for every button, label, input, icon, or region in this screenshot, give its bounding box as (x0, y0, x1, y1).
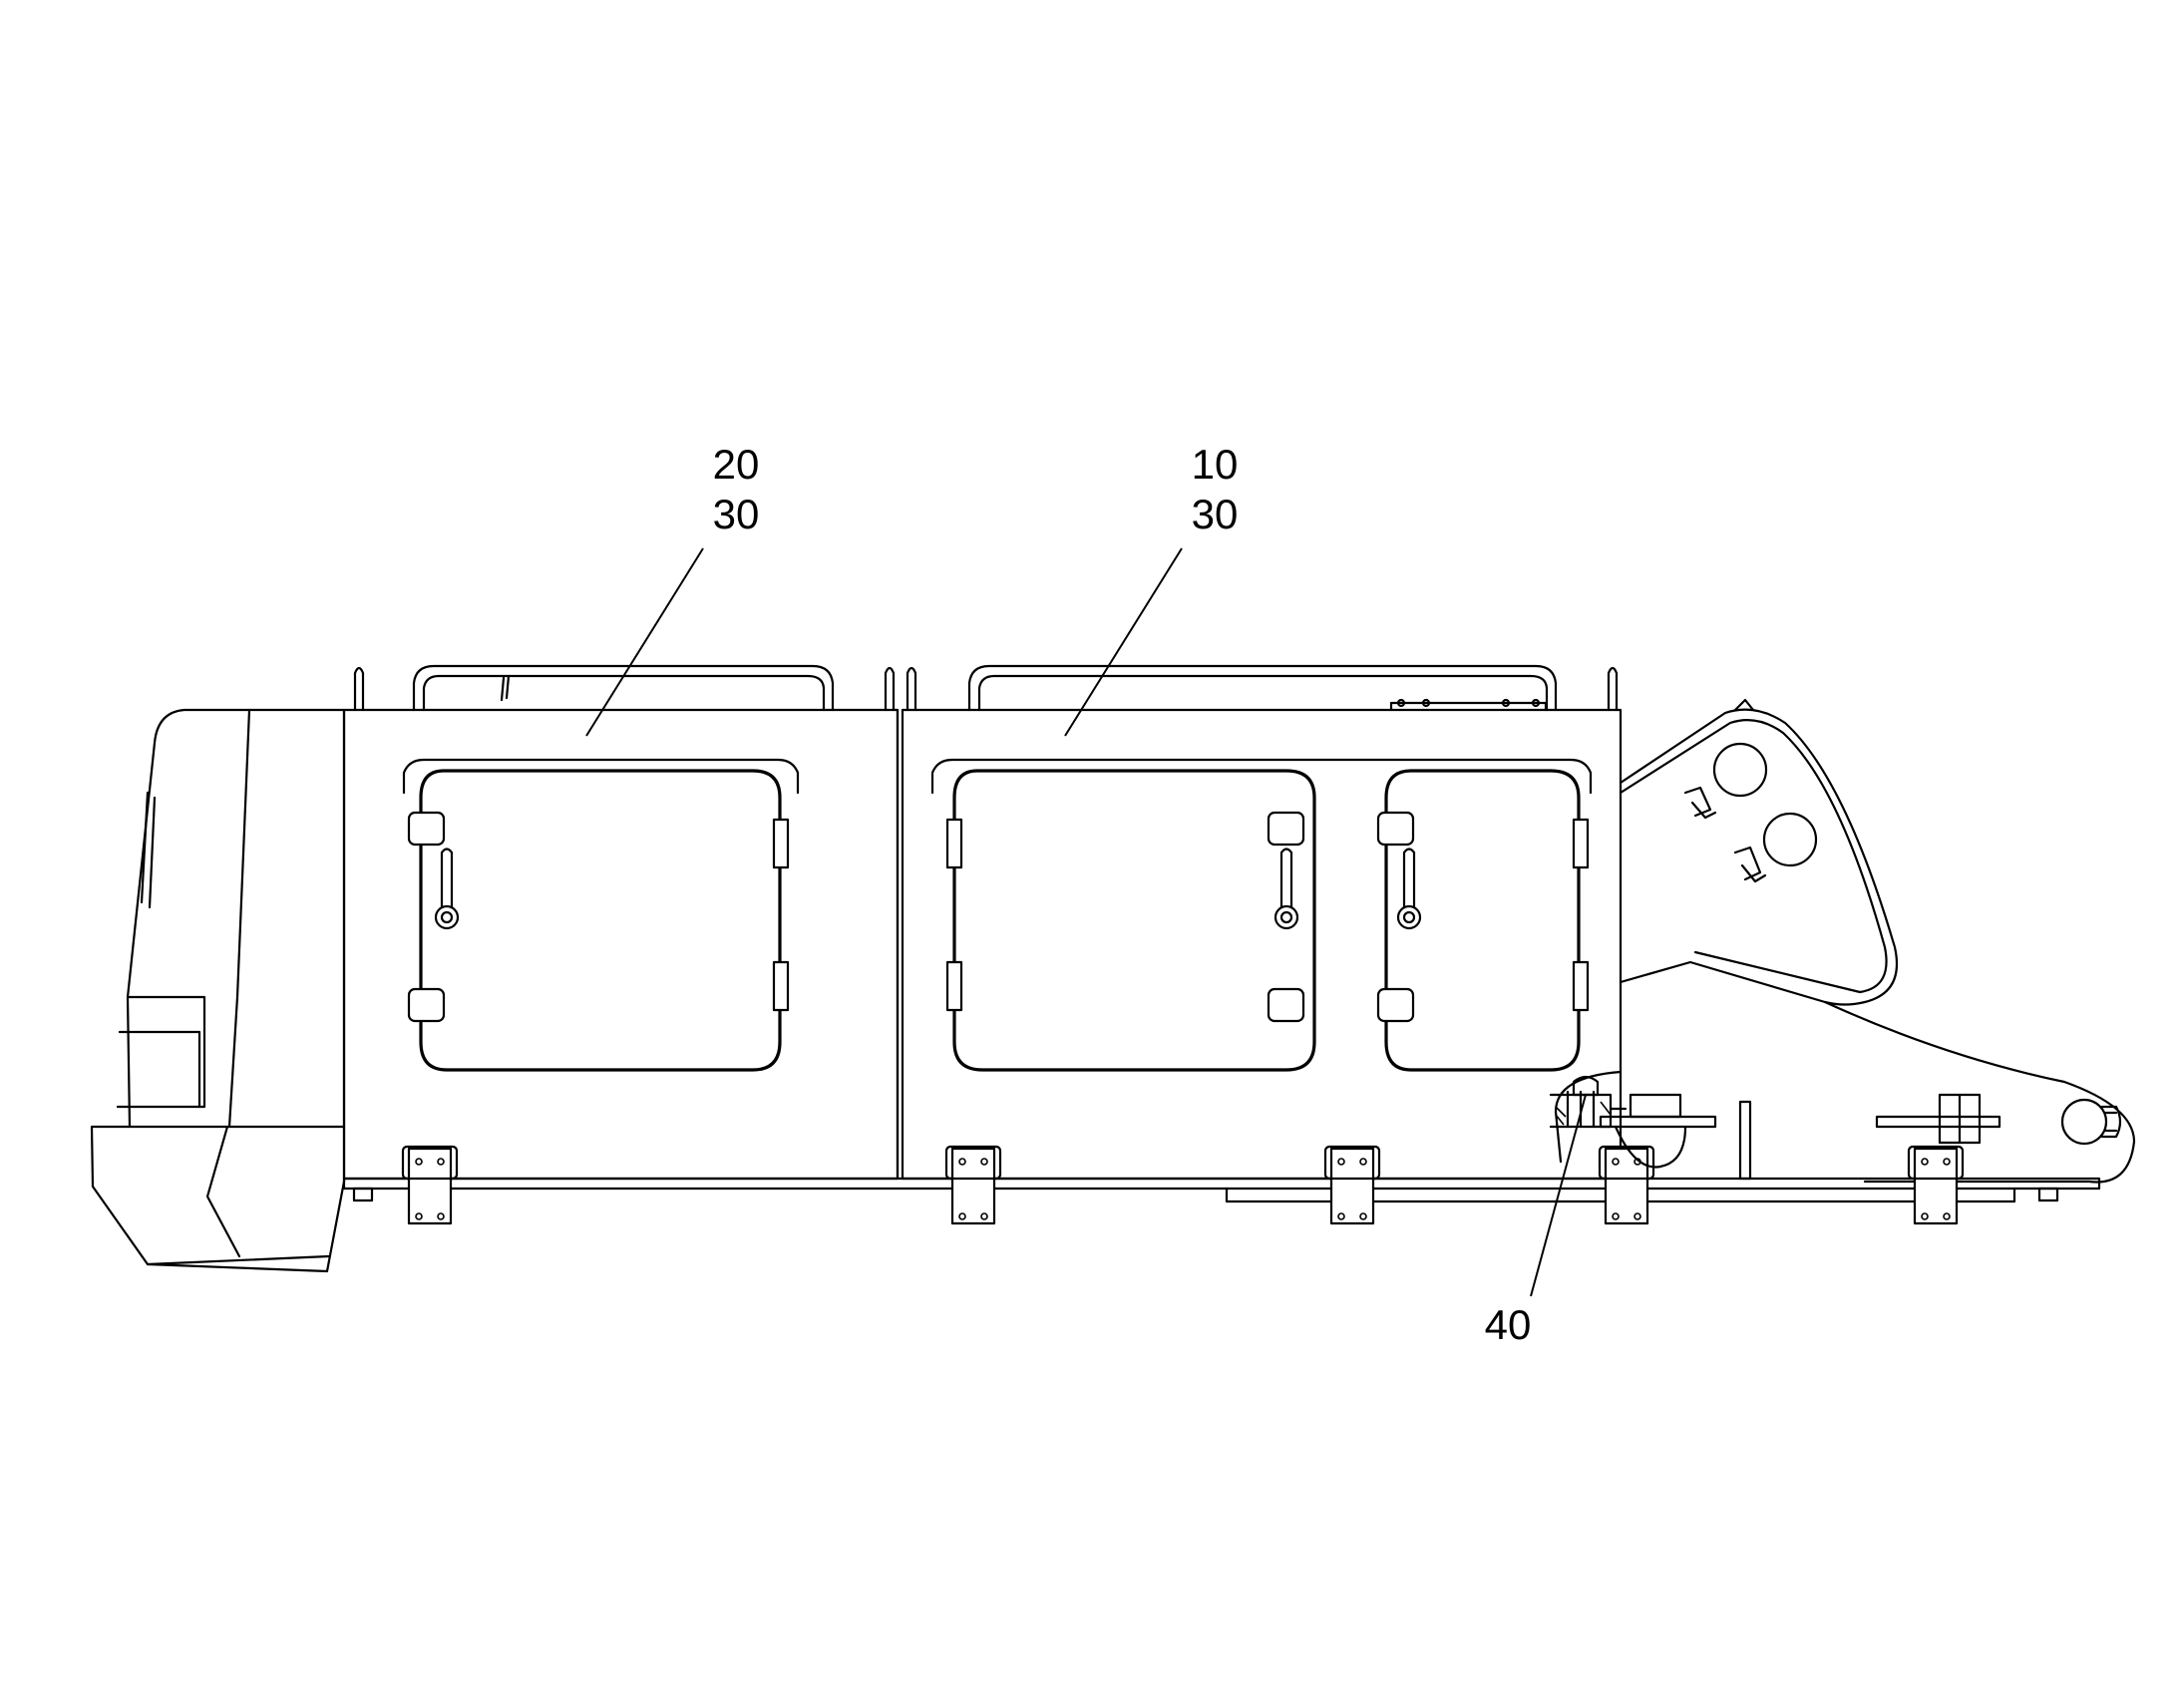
callout-left-line1: 20 (713, 441, 760, 488)
leader-right-cabinet (1064, 547, 1183, 737)
leader-part-40 (1530, 1094, 1587, 1297)
callout-left-line2: 30 (713, 491, 760, 537)
connector-detail-40 (1549, 1070, 1628, 1164)
leader-left-cabinet (585, 547, 704, 737)
callout-right-line1: 10 (1192, 441, 1239, 488)
right-end-bracket (1619, 698, 2136, 1184)
right-cabinet (896, 664, 1623, 1181)
base-skid (342, 1093, 2101, 1225)
callout-part-40: 40 (1485, 1301, 1532, 1348)
callout-right-line2: 30 (1192, 491, 1239, 537)
left-end-housing (90, 708, 346, 1273)
mount-feet (401, 1145, 1965, 1225)
left-cabinet (342, 664, 900, 1181)
